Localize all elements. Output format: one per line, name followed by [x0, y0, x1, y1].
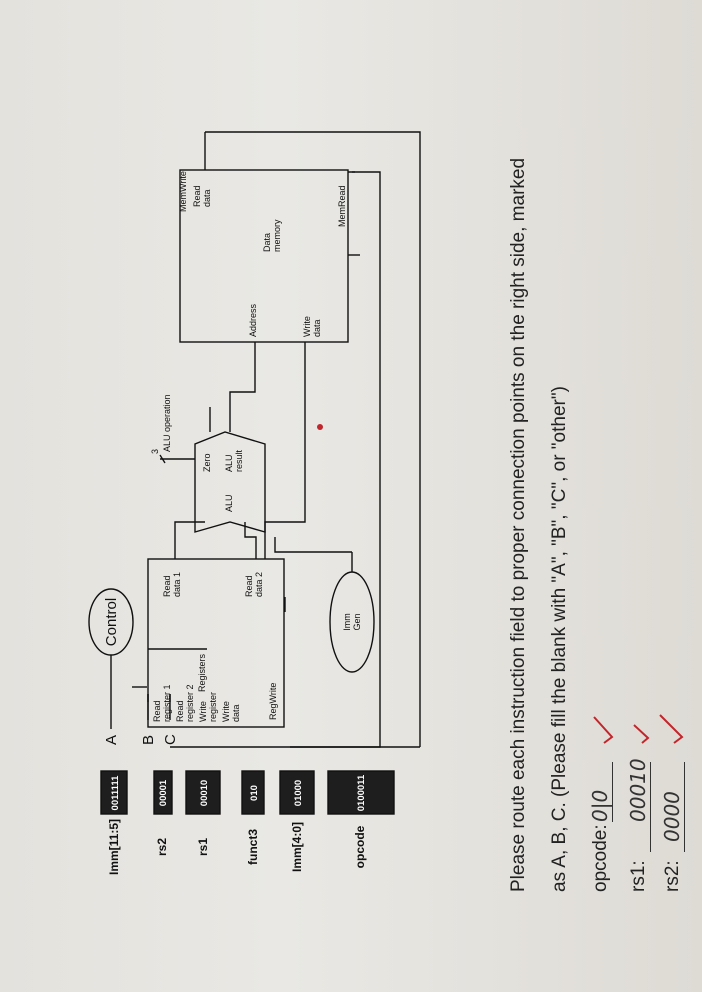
reg-readdata2-a: Read	[244, 575, 254, 597]
mem-readdata-b: data	[202, 189, 212, 207]
reg-write-b: register	[208, 692, 218, 722]
wire-alu-address	[229, 342, 256, 432]
wire-immgen-mux	[274, 537, 352, 553]
aluop-bits: 3	[150, 449, 160, 454]
instr-field-box-imm4	[279, 770, 315, 815]
instr-bits-rs1: 00010	[199, 780, 210, 806]
mem-writedata-a: Write	[302, 316, 312, 337]
reg-read2-a: Read	[175, 700, 185, 722]
red-checkmarks	[593, 714, 684, 744]
register-file	[147, 558, 285, 728]
reg-writedata-b: data	[231, 704, 241, 722]
answer-rs2-value[interactable]: 0000	[660, 791, 684, 842]
aluop-label: ALU operation	[162, 394, 172, 452]
data-memory	[179, 169, 349, 343]
writeback-loop	[170, 171, 381, 748]
reg-readdata1-a: Read	[162, 575, 172, 597]
instr-bits-imm4: 01000	[293, 780, 304, 806]
reg-readdata1-b: data 1	[172, 572, 182, 597]
check-rs2-icon	[659, 714, 684, 744]
red-dot	[317, 424, 323, 430]
wire-memread-loop	[205, 131, 421, 747]
answer-opcode-value[interactable]: 0|0	[588, 789, 612, 822]
answer-rs1-underline	[650, 762, 651, 852]
instr-field-box-funct3	[241, 770, 265, 815]
answer-opcode-underline	[612, 762, 613, 822]
instr-field-box-opcode	[327, 770, 395, 815]
check-opcode-icon	[593, 716, 614, 744]
input-a-label: A	[103, 735, 120, 745]
instr-bits-imm11: 0011111	[110, 775, 121, 811]
reg-read1-b: register 1	[162, 684, 172, 722]
reg-write-a: Write	[198, 701, 208, 722]
input-b-label: B	[140, 735, 157, 745]
instr-bits-opcode: 0100011	[356, 774, 367, 811]
reg-readdata2-b: data 2	[254, 572, 264, 597]
wire-readdata1-alu	[174, 521, 205, 559]
instr-field-box-rs1	[185, 770, 221, 815]
input-c-label: C	[162, 734, 179, 745]
wire-readdata2-alu	[244, 522, 257, 559]
immgen-label-a: Imm	[342, 613, 352, 631]
mem-title-b: memory	[272, 219, 282, 252]
field-name-opcode: opcode	[353, 825, 367, 868]
field-name-rs2: rs2	[155, 838, 169, 856]
instr-bits-rs2: 00001	[158, 779, 169, 806]
mem-address: Address	[248, 303, 258, 337]
question-line2: as A, B, C. (Please fill the blank with …	[549, 386, 570, 892]
alu-result-b: result	[234, 449, 244, 472]
reg-title: Registers	[197, 653, 207, 692]
wire-readdata2-writedata	[264, 342, 306, 559]
alu-label: ALU	[224, 494, 234, 512]
mem-writedata-b: data	[312, 319, 322, 337]
answer-rs2-label: rs2:	[662, 860, 683, 892]
answer-opcode-label: opcode:	[590, 824, 611, 892]
check-rs1-icon	[633, 724, 650, 744]
immgen-label-b: Gen	[352, 613, 362, 630]
field-name-imm4: Imm[4:0]	[290, 822, 304, 872]
alu-zero: Zero	[202, 453, 212, 472]
field-name-rs1: rs1	[196, 838, 210, 856]
mem-memwrite: MemWrite	[178, 171, 188, 212]
reg-writedata-a: Write	[221, 701, 231, 722]
mem-memread: MemRead	[337, 185, 347, 227]
answer-rs1-label: rs1:	[628, 860, 649, 892]
alu	[194, 431, 266, 533]
reg-read2-b: register 2	[185, 684, 195, 722]
instr-field-box-imm11	[100, 770, 128, 815]
mem-title-a: Data	[262, 233, 272, 252]
field-name-funct3: funct3	[246, 829, 260, 865]
control-label: Control	[103, 598, 120, 646]
answer-rs2-underline	[684, 762, 685, 852]
instr-field-box-rs2	[153, 770, 173, 815]
aluop-bus-mark	[159, 454, 166, 464]
mem-readdata-a: Read	[192, 185, 202, 207]
answer-rs1-value[interactable]: 00010	[626, 758, 650, 822]
reg-read1-a: Read	[152, 700, 162, 722]
regwrite-label: RegWrite	[268, 683, 278, 720]
instr-bits-funct3: 010	[249, 785, 260, 801]
alu-result-a: ALU	[224, 454, 234, 472]
field-name-imm11: Imm[11:5]	[107, 819, 121, 875]
question-line1: Please route each instruction field to p…	[508, 157, 529, 892]
